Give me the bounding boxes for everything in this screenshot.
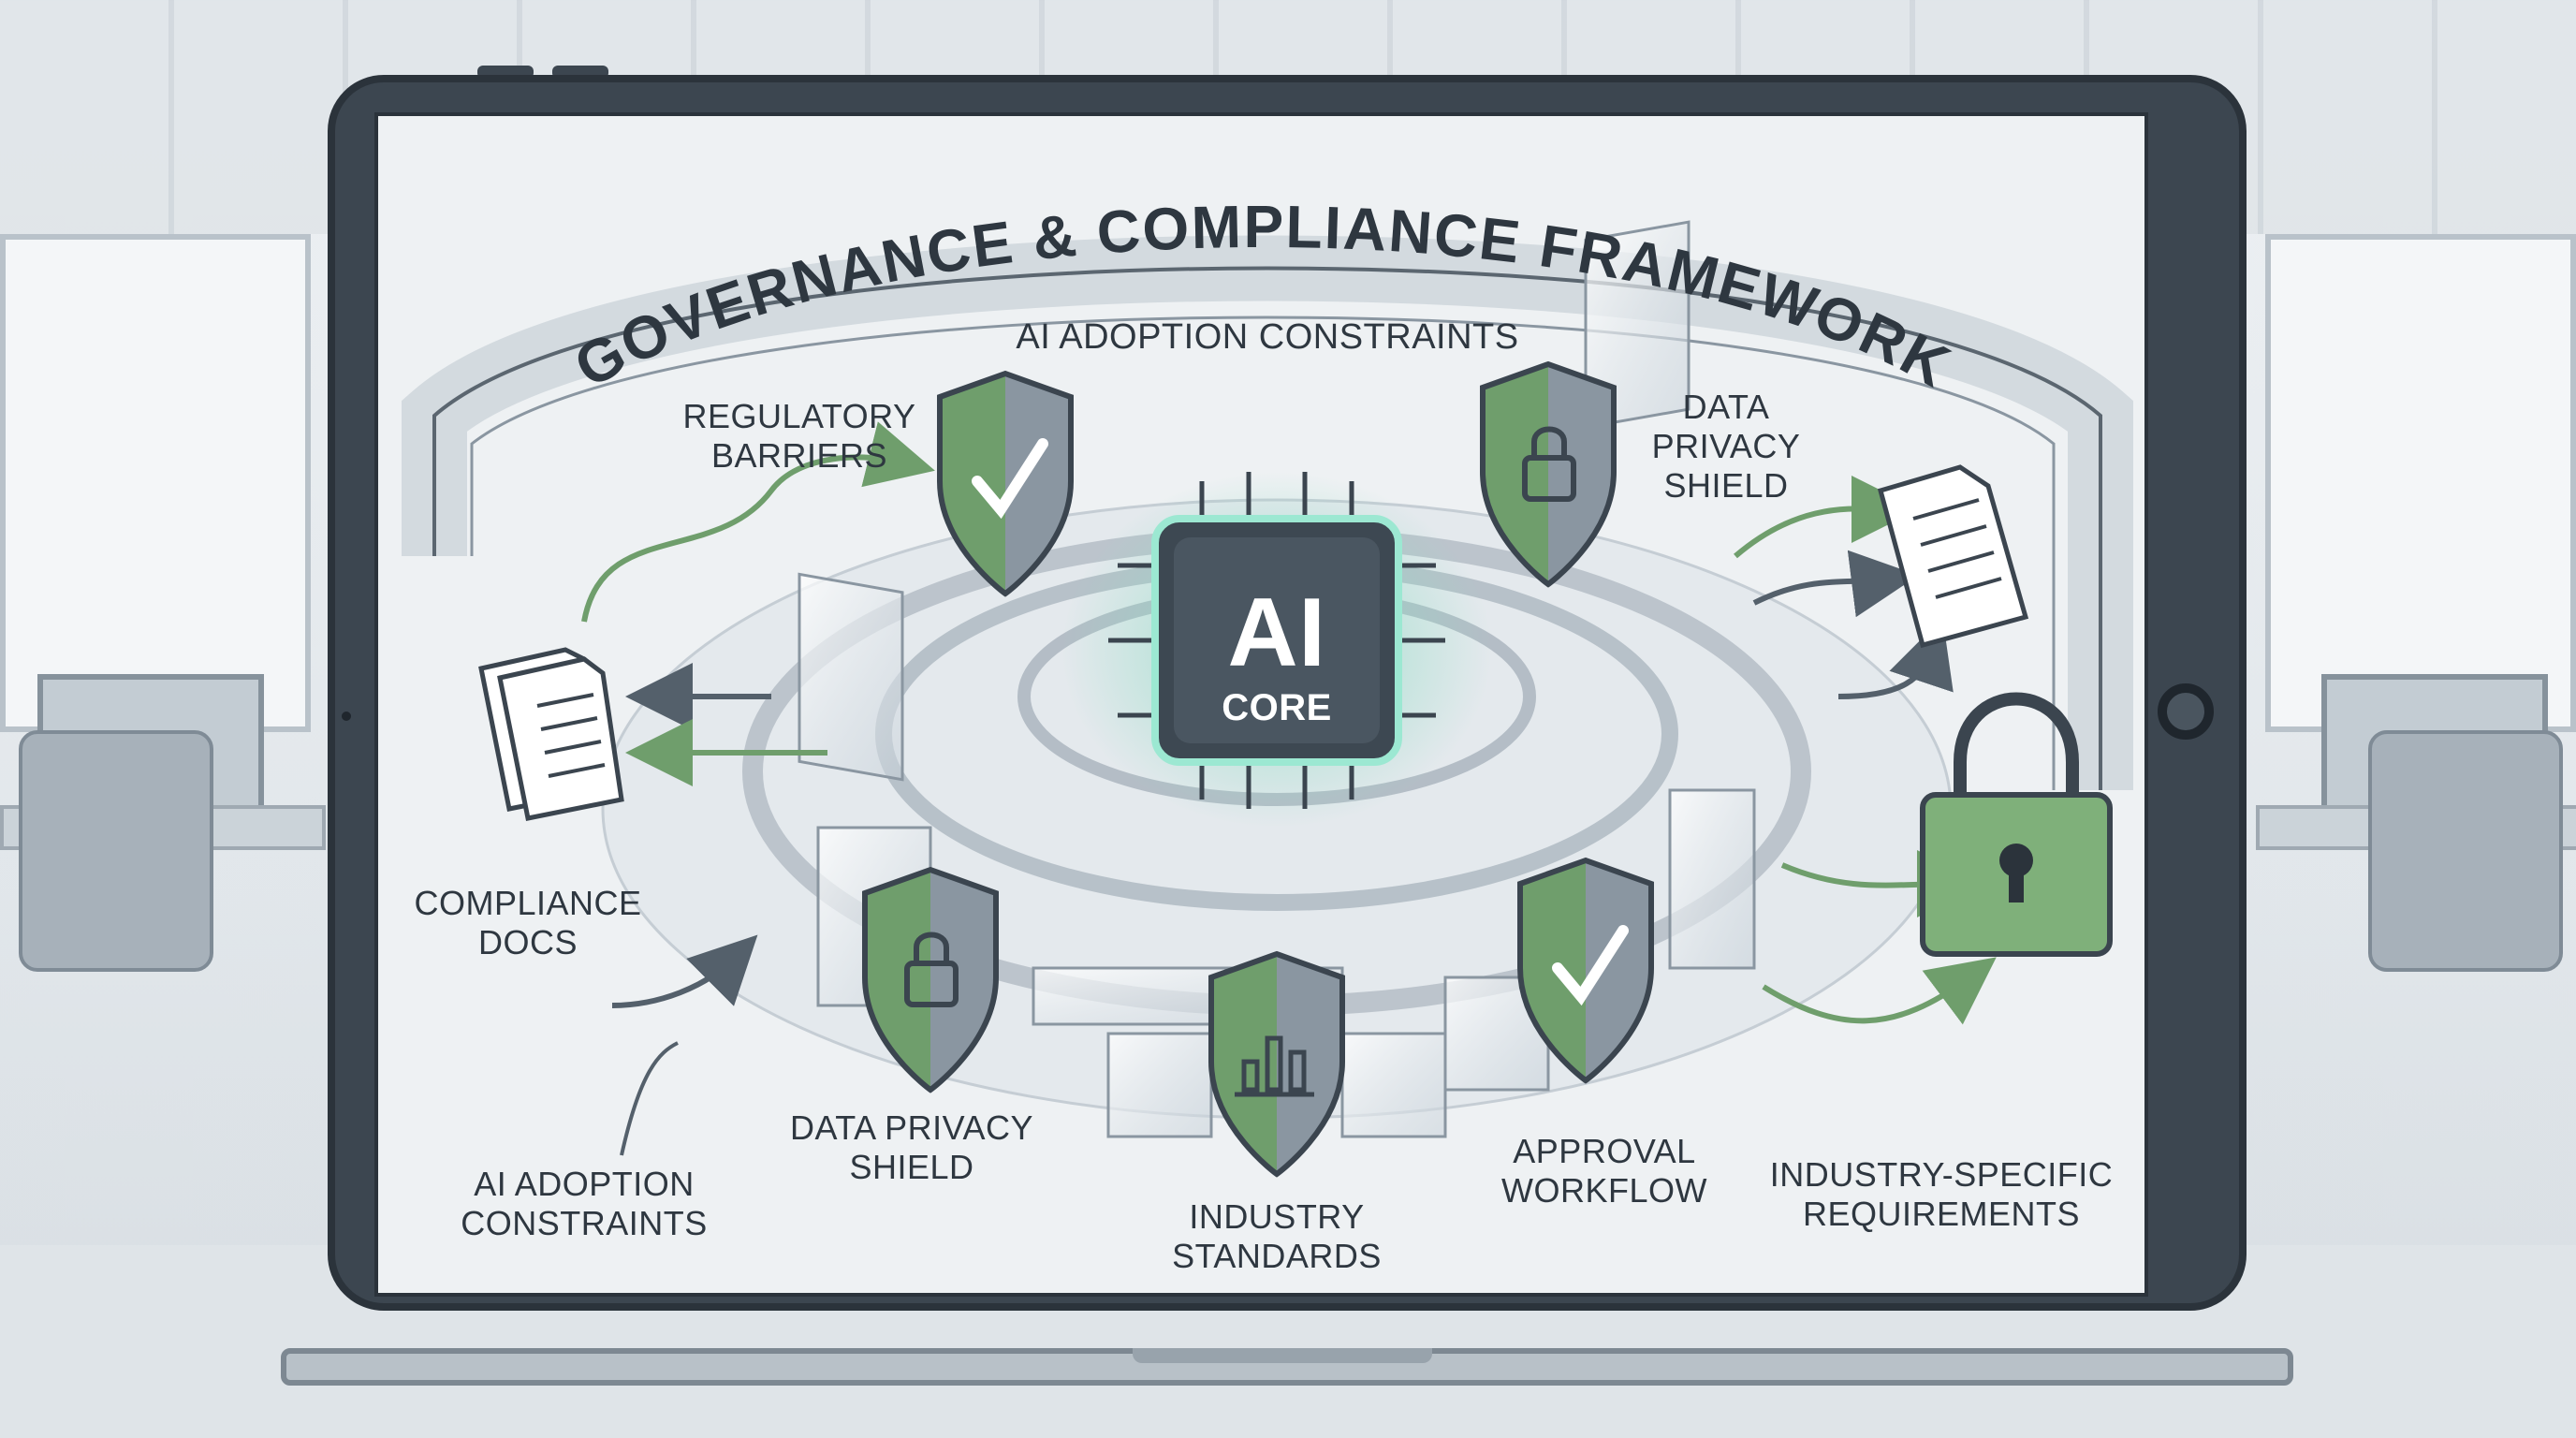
arch-outline [432,266,2102,790]
core-label-ai: AI [1227,579,1326,687]
shield-industry-standards [1208,950,1345,1178]
label-ai-adoption-bottom: AI ADOPTION CONSTRAINTS [461,1165,708,1242]
check-icon [1552,925,1629,1006]
label-industry-requirements: INDUSTRY-SPECIFIC REQUIREMENTS [1769,1155,2114,1233]
core-label-core: CORE [1222,687,1332,728]
document-icon [478,647,624,821]
label-regulatory-barriers: REGULATORY BARRIERS [682,397,916,475]
shield-regulatory [937,370,1074,597]
document-icon [1877,464,2029,649]
bar-chart-icon [1235,1035,1314,1097]
label-approval-workflow: APPROVAL WORKFLOW [1501,1132,1707,1210]
label-data-privacy-top: DATA PRIVACY SHIELD [1651,388,1801,505]
ai-core-chip-inner [1174,537,1380,743]
padlock-icon [1920,692,2113,957]
label-industry-standards: INDUSTRY STANDARDS [1172,1197,1382,1275]
framework-diagram: GOVERNANCE & COMPLIANCE FRAMEWORK [402,193,2133,1178]
label-compliance-docs: COMPLIANCE DOCS [414,884,642,961]
office-window-right [2265,234,2576,732]
flow-arrows [581,421,1997,1156]
background-chair-left [19,730,213,972]
shield-data-privacy-bottom [862,866,999,1093]
lock-icon [904,932,959,1007]
shield-approval-workflow [1517,857,1654,1084]
tablet-home-button[interactable] [2158,683,2214,740]
office-window-left [0,234,311,732]
chip-icon [1108,472,1445,809]
background-chair-right [2368,730,2563,972]
arch-inner-outline [470,315,2056,790]
tablet-screen: GOVERNANCE & COMPLIANCE FRAMEWORK AI COR… [374,112,2148,1297]
lock-icon [1522,426,1576,502]
tablet-camera [342,712,351,721]
check-icon [972,438,1048,520]
subtitle-ai-adoption: AI ADOPTION CONSTRAINTS [1016,317,1519,357]
laptop-base-notch [1133,1348,1432,1363]
label-data-privacy-bottom: DATA PRIVACY SHIELD [789,1108,1034,1186]
shield-data-privacy-top [1480,360,1617,588]
